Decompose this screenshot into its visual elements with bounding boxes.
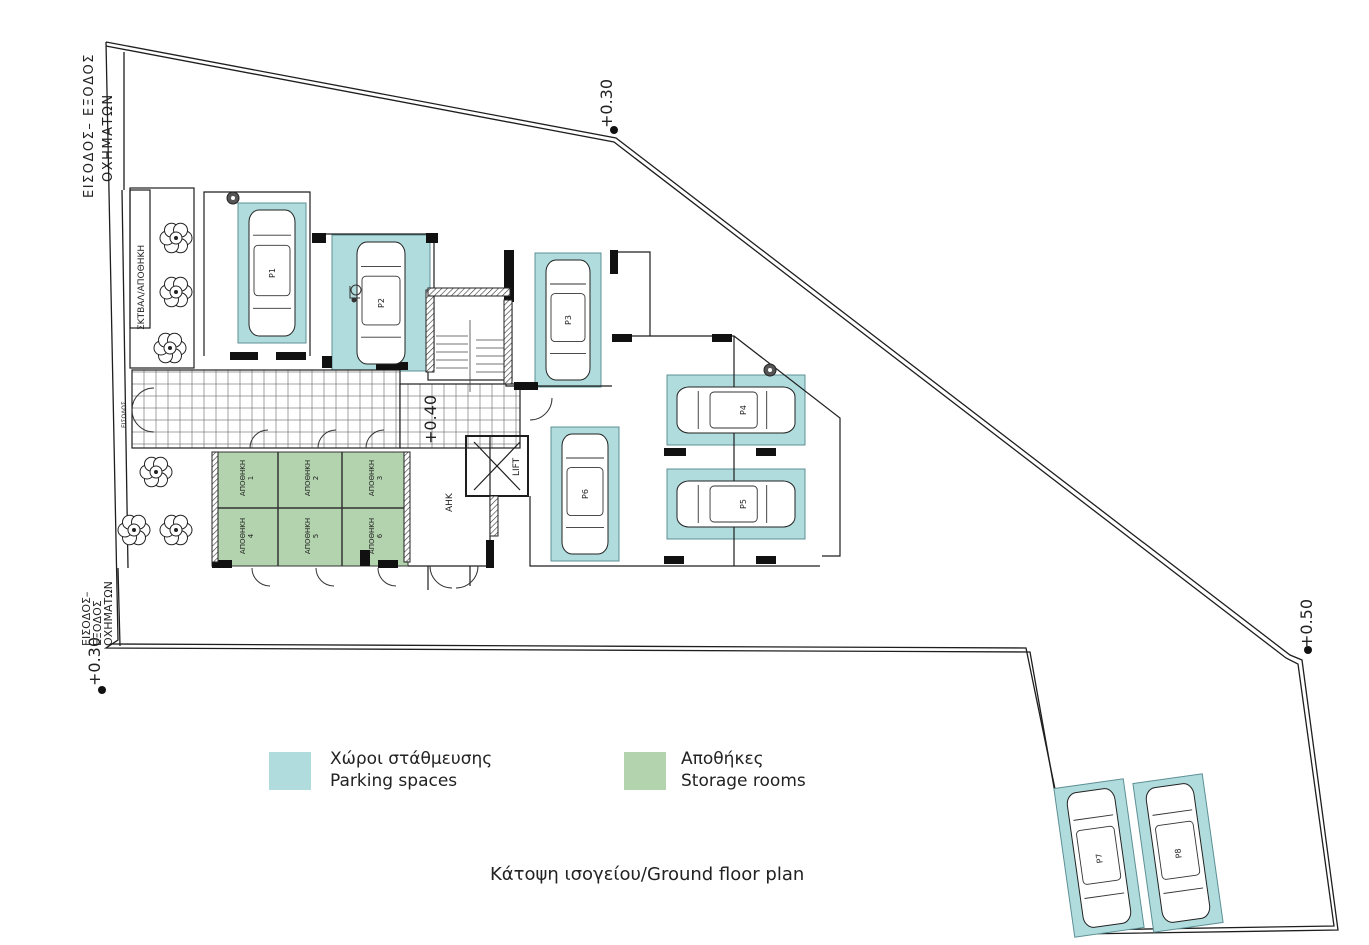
storage-block	[211, 451, 409, 567]
drain-icons	[226, 191, 777, 377]
level-markers	[98, 126, 1312, 694]
car-icon	[676, 386, 796, 434]
storage-number-1: 1	[247, 476, 255, 480]
entrance-top-label: ΕΙΣΟΔΟΣ– ΕΞΟΔΟΣ	[82, 53, 97, 198]
car-icon	[356, 241, 406, 365]
legend-parking-english: Parking spaces	[330, 771, 458, 791]
parking-label-6: P6	[581, 489, 590, 499]
storage-label-2: ΑΠΟΘΗΚΗ	[304, 460, 312, 496]
plan-caption: Κάτοψη ισογείου/Ground floor plan	[490, 864, 805, 885]
legend-parking-swatch	[269, 752, 311, 790]
parking-label-8: P8	[1173, 848, 1183, 859]
car-icon	[545, 259, 591, 381]
hatched-walls	[211, 287, 513, 563]
legend-parking-label: Χώροι στάθμευσης Parking spaces	[330, 748, 492, 792]
storage-label-1: ΑΠΟΘΗΚΗ	[239, 460, 247, 496]
storage-label-3: ΑΠΟΘΗΚΗ	[368, 460, 376, 496]
storage-number-5: 5	[312, 534, 320, 538]
legend-storage-swatch	[624, 752, 666, 790]
tree-icon	[117, 514, 151, 546]
tree-icons	[117, 222, 193, 546]
storage-number-3: 3	[376, 476, 384, 480]
tree-icon	[159, 514, 193, 546]
columns	[212, 233, 776, 568]
storage-number-4: 4	[247, 533, 255, 538]
tree-icon	[159, 276, 193, 308]
storage-number-2: 2	[312, 476, 320, 480]
car-icons	[248, 209, 1211, 928]
parking-label-2: P2	[377, 298, 386, 308]
wheelchair-icon	[349, 284, 362, 303]
door-swings	[131, 387, 553, 589]
car-icon	[676, 480, 796, 528]
building-walls	[129, 187, 841, 590]
storage-label-6: ΑΠΟΘΗΚΗ	[368, 518, 376, 554]
entrance-bottom-label-2: ΕΞΟΔΟΣ	[91, 600, 104, 646]
parking-label-7: P7	[1094, 853, 1104, 864]
legend-storage-greek: Αποθήκες	[681, 749, 764, 769]
storage-areas	[211, 451, 409, 567]
legend-storage-english: Storage rooms	[681, 771, 806, 791]
parking-label-4: P4	[739, 405, 748, 415]
storage-label-4: ΑΠΟΘΗΚΗ	[239, 518, 247, 554]
level-label-right: +0.50	[1297, 599, 1316, 648]
ahk-label: ΑΗΚ	[445, 492, 455, 512]
entrance-top-label-2: ΟΧΗΜΑΤΩΝ	[101, 93, 116, 182]
car-icon	[1066, 788, 1132, 928]
storage-label-5: ΑΠΟΘΗΚΗ	[304, 518, 312, 554]
legend-storage-label: Αποθήκες Storage rooms	[681, 748, 806, 792]
parking-label-5: P5	[739, 499, 748, 509]
trash-store-label: ΣΚΤΒΑΛ/ΑΠΟΘΗΚΗ	[137, 245, 147, 330]
entrance-bottom-label: ΕΙΣΟΔΟΣ–	[80, 592, 93, 646]
storage-number-6: 6	[376, 533, 384, 538]
tree-icon	[139, 456, 173, 488]
entrance-bottom-label-3: ΟΧΗΜΑΤΩΝ	[102, 581, 115, 646]
level-label-lobby: +0.40	[421, 395, 440, 444]
entrance-side-label: ΕΙΣΟΔΟΣ	[121, 401, 128, 428]
tree-icon	[159, 222, 193, 254]
site-boundary	[103, 41, 1339, 935]
legend-parking-greek: Χώροι στάθμευσης	[330, 749, 493, 769]
parking-label-3: P3	[564, 315, 573, 325]
level-label-bottom: +0.30	[85, 637, 104, 686]
car-icon	[1145, 783, 1211, 923]
parking-label-1: P1	[268, 268, 277, 278]
tiled-lobby	[131, 369, 401, 449]
car-icon	[561, 433, 609, 555]
car-icon	[248, 209, 296, 337]
level-label-top: +0.30	[597, 79, 616, 128]
tree-icon	[153, 332, 187, 364]
lift-label: LIFT	[512, 457, 522, 476]
